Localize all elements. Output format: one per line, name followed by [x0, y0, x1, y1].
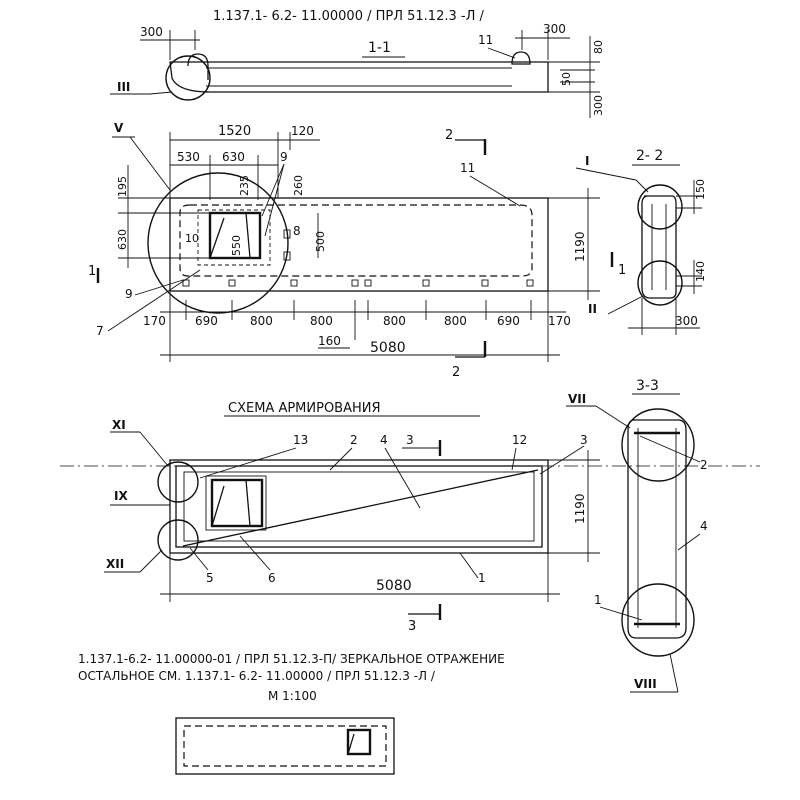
dim-630-top: 630: [222, 150, 245, 164]
dim-170-right: 170: [548, 314, 571, 328]
pos-4-s33: 4: [700, 519, 708, 533]
pos-3-right: 3: [580, 433, 588, 447]
note-line-1: 1.137.1-6.2- 11.00000-01 / ПРЛ 51.12.3-П…: [78, 652, 505, 666]
dim-800-c: 800: [383, 314, 406, 328]
section-2-2: 2- 2 I II 150 140 300: [575, 148, 707, 335]
dim-690-left: 690: [195, 314, 218, 328]
pos-5: 5: [206, 571, 214, 585]
pos-1-scheme: 1: [478, 571, 486, 585]
dim-550: 550: [230, 235, 243, 256]
dim-300-s22: 300: [675, 314, 698, 328]
dim-120: 120: [291, 124, 314, 138]
pos-2: 2: [350, 433, 358, 447]
dim-300-left: 300: [140, 25, 163, 39]
dim-690-right: 690: [497, 314, 520, 328]
dim-160: 160: [318, 334, 341, 348]
callout-IX: IX: [114, 489, 128, 503]
callout-V: V: [114, 121, 124, 135]
dim-140: 140: [694, 261, 707, 282]
pos-8: 8: [293, 224, 301, 238]
dim-195: 195: [116, 176, 129, 197]
section-mark-1-right: 1: [618, 263, 626, 278]
dim-630-left: 630: [116, 229, 129, 250]
note-line-2: ОСТАЛЬНОЕ СМ. 1.137.1- 6.2- 11.00000 / П…: [78, 669, 436, 683]
callout-II: II: [588, 302, 597, 316]
callout-XI: XI: [112, 418, 126, 432]
pos-13: 13: [293, 433, 308, 447]
dim-1190-scheme: 1190: [573, 493, 587, 524]
callout-VII: VII: [568, 392, 586, 406]
section-title-1-1: 1-1: [368, 40, 391, 56]
dim-80: 80: [592, 40, 605, 54]
pos-7: 7: [96, 324, 104, 338]
dim-5080-plan: 5080: [370, 340, 406, 356]
dim-150: 150: [694, 179, 707, 200]
dim-235: 235: [238, 175, 251, 196]
section-mark-3-bottom: 3: [408, 619, 416, 634]
pos-4: 4: [380, 433, 388, 447]
dim-530: 530: [177, 150, 200, 164]
pos-12: 12: [512, 433, 527, 447]
section-title-2-2: 2- 2: [636, 148, 663, 164]
drawing-designation: 1.137.1- 6.2- 11.00000 / ПРЛ 51.12.3 -Л …: [213, 9, 484, 24]
pos-11-plan: 11: [460, 161, 475, 175]
reinforcement-scheme: СХЕМА АРМИРОВАНИЯ XI IX XII 13 2 4 3 12: [60, 401, 760, 634]
dim-5080-scheme: 5080: [376, 578, 412, 594]
pos-3-top: 3: [406, 433, 414, 447]
dim-800-d: 800: [444, 314, 467, 328]
dim-800-b: 800: [310, 314, 333, 328]
section-mark-2-top: 2: [445, 128, 453, 143]
scale-label: М 1:100: [268, 689, 317, 703]
dim-260: 260: [292, 175, 305, 196]
dim-800-a: 800: [250, 314, 273, 328]
callout-III: III: [117, 80, 130, 94]
pos-9-top: 9: [280, 150, 288, 164]
pos-2-s33: 2: [700, 458, 708, 472]
reinforcement-title: СХЕМА АРМИРОВАНИЯ: [228, 401, 381, 416]
section-3-3: 3-3 VII 2 4 1 VIII: [566, 378, 708, 693]
dim-300-right: 300: [543, 22, 566, 36]
pos-10: 10: [185, 232, 199, 245]
callout-XII: XII: [106, 557, 124, 571]
pos-9-left: 9: [125, 287, 133, 301]
section-mark-1-left: 1: [88, 264, 96, 279]
dim-50: 50: [560, 72, 573, 86]
dim-1520: 1520: [218, 124, 251, 139]
section-title-3-3: 3-3: [636, 378, 659, 394]
plan-view: V 1520 120 530 630 235 260 195 630 550 5…: [88, 121, 626, 380]
pos-11-section: 11: [478, 33, 493, 47]
pos-1-s33: 1: [594, 593, 602, 607]
notes: 1.137.1-6.2- 11.00000-01 / ПРЛ 51.12.3-П…: [78, 652, 505, 703]
pos-6: 6: [268, 571, 276, 585]
dim-170-left: 170: [143, 314, 166, 328]
section-1-1: 1-1 III 300 300 11 80 50 300: [110, 22, 605, 118]
callout-I: I: [585, 154, 589, 168]
miniature-plan: [175, 717, 395, 775]
dim-500: 500: [314, 231, 327, 252]
section-mark-2-bottom: 2: [452, 365, 460, 380]
dim-300-vert: 300: [592, 95, 605, 116]
dim-1190-plan: 1190: [573, 231, 587, 262]
callout-VIII: VIII: [634, 677, 657, 691]
